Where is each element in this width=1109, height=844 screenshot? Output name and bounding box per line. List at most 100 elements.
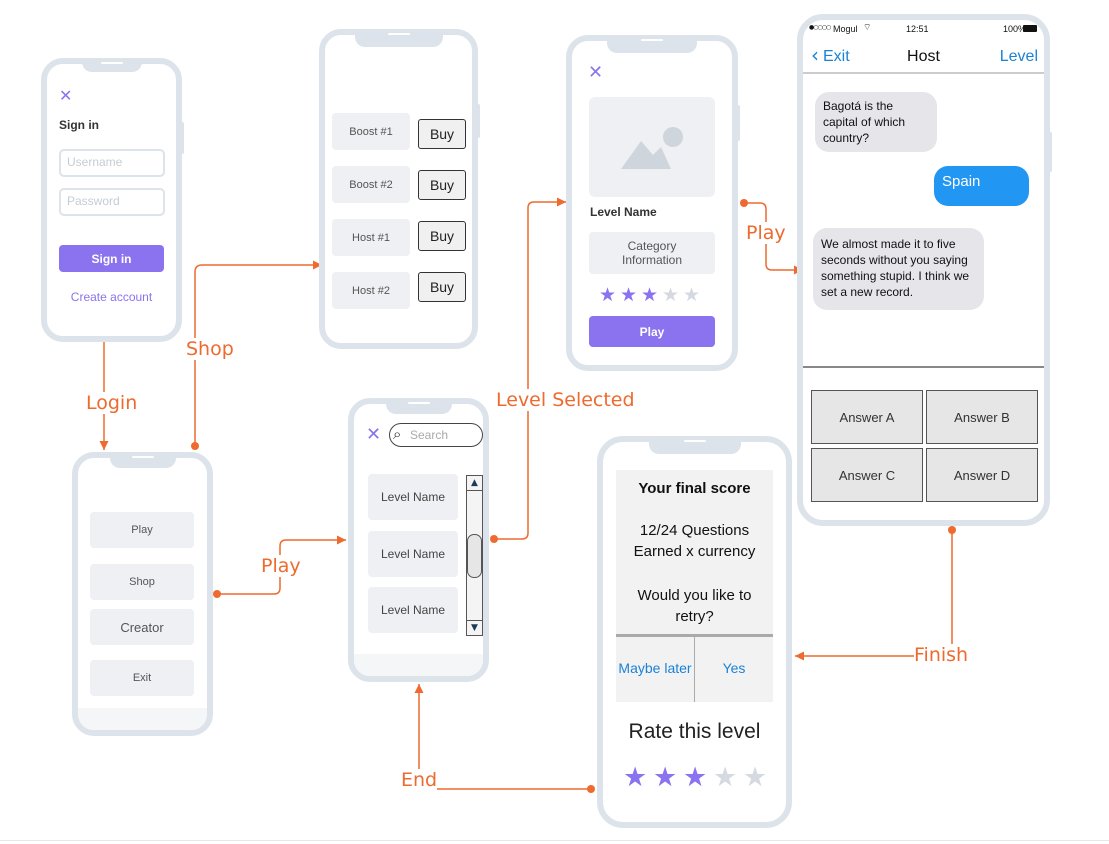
score-questions: 12/24 Questions: [639, 522, 750, 539]
shop-item-label: Boost #1: [332, 113, 410, 150]
phone-final-score: Your final score 12/24 Questions Earned …: [597, 436, 792, 828]
answer-d-button[interactable]: Answer D: [926, 448, 1038, 502]
phone-level-list: ✕ ⌕ Search Level Name Level Name Level N…: [348, 398, 489, 682]
level-button[interactable]: Level: [999, 48, 1038, 65]
message-host-1: Bagotá is the capital of which country?: [815, 92, 937, 152]
answer-c-button[interactable]: Answer C: [811, 448, 923, 502]
connector-end: [414, 684, 591, 790]
close-icon[interactable]: ✕: [59, 86, 73, 105]
phone-side-button: [180, 122, 184, 154]
category-information: Category Information: [589, 232, 715, 274]
signin-title: Sign in: [59, 118, 99, 132]
shop-item-label: Boost #2: [332, 166, 410, 203]
search-icon: ⌕: [393, 425, 402, 443]
status-bar: ●○○○○ Mogul ⌔ 12:51 100%: [803, 20, 1044, 38]
connector-dot-finish: [948, 526, 956, 534]
level-list-item[interactable]: Level Name: [368, 587, 458, 633]
connector-dot-shop: [191, 442, 199, 450]
scrollbar[interactable]: ▲ ▼: [466, 475, 483, 636]
message-host-2: We almost made it to five seconds withou…: [813, 228, 984, 310]
label-level-selected: Level Selected: [496, 389, 635, 411]
scroll-up-icon[interactable]: ▲: [467, 476, 482, 491]
connector-dot-play-level: [740, 199, 748, 207]
password-field[interactable]: Password: [59, 188, 165, 216]
label-finish: Finish: [914, 644, 969, 666]
yes-button[interactable]: Yes: [722, 660, 746, 676]
label-end: End: [401, 769, 438, 791]
rate-title: Rate this level: [628, 720, 761, 743]
back-chevron-icon[interactable]: ‹: [811, 43, 819, 67]
level-image-placeholder: [589, 97, 715, 197]
rate-stars[interactable]: ★ ★ ★ ★ ★: [623, 762, 783, 794]
message-player-1: Spain: [934, 166, 1029, 206]
phone-side-button: [476, 104, 480, 138]
level-list-item[interactable]: Level Name: [368, 474, 458, 520]
play-button[interactable]: Play: [589, 316, 715, 347]
buy-button[interactable]: Buy: [418, 272, 466, 302]
close-icon[interactable]: ✕: [366, 424, 382, 445]
battery-icon: [1023, 25, 1037, 32]
create-account-link[interactable]: Create account: [70, 290, 153, 304]
phone-signin: ✕ Sign in Username Password Sign in Crea…: [41, 58, 182, 342]
nav-bar: ‹ Exit Host Level: [803, 40, 1044, 74]
star-icon: ★: [683, 284, 701, 306]
signin-button[interactable]: Sign in: [59, 245, 164, 272]
star-icon: ★: [641, 284, 659, 306]
phone-notch: [109, 452, 176, 468]
maybe-later-button[interactable]: Maybe later: [618, 660, 692, 676]
scroll-down-icon[interactable]: ▼: [467, 620, 482, 635]
retry-question: Would you like to retry?: [637, 587, 752, 625]
exit-button[interactable]: Exit: [823, 48, 850, 65]
star-icon: ★: [662, 284, 680, 306]
phone-notch: [81, 58, 142, 72]
search-input[interactable]: ⌕ Search: [389, 423, 483, 447]
username-field[interactable]: Username: [59, 149, 165, 177]
scroll-thumb[interactable]: [467, 534, 482, 578]
label-play-level: Play: [746, 222, 786, 244]
nav-title: Host: [907, 48, 940, 65]
buy-button[interactable]: Buy: [418, 221, 466, 251]
answer-a-button[interactable]: Answer A: [811, 390, 923, 444]
star-icon[interactable]: ★: [713, 762, 738, 793]
connector-dot-menu-play: [213, 590, 221, 598]
connector-dot-level-selected: [490, 535, 498, 543]
label-login: Login: [86, 392, 138, 414]
answer-b-button[interactable]: Answer B: [926, 390, 1038, 444]
level-rating: ★ ★ ★ ★ ★: [599, 284, 709, 306]
buy-button[interactable]: Buy: [418, 170, 466, 200]
phone-shop: Boost #1 Buy Boost #2 Buy Host #1 Buy Ho…: [319, 29, 478, 349]
menu-play-button[interactable]: Play: [90, 512, 194, 548]
label-shop: Shop: [186, 338, 234, 360]
level-name: Level Name: [590, 205, 657, 219]
status-time: 12:51: [906, 24, 929, 34]
phone-notch: [607, 35, 697, 53]
star-icon[interactable]: ★: [623, 762, 648, 793]
star-icon: ★: [599, 284, 617, 306]
buy-button[interactable]: Buy: [418, 119, 466, 149]
dialog-divider: [616, 634, 773, 637]
wifi-icon: ⌔: [863, 23, 872, 33]
phone-side-button: [1048, 132, 1052, 172]
chat-divider: [803, 366, 1044, 368]
phone-notch: [385, 398, 452, 414]
connector-finish: [795, 530, 953, 661]
connector-shop: [194, 260, 322, 446]
menu-shop-button[interactable]: Shop: [90, 564, 194, 600]
score-title: Your final score: [638, 480, 751, 497]
list-bottom-bar: [354, 654, 483, 676]
menu-creator-button[interactable]: Creator: [90, 609, 194, 645]
star-icon[interactable]: ★: [653, 762, 678, 793]
phone-level-detail: ✕ Level Name Category Information ★ ★ ★ …: [566, 35, 738, 371]
label-menu-play: Play: [261, 555, 301, 577]
phone-notch: [354, 29, 443, 47]
shop-item-label: Host #1: [332, 219, 410, 256]
star-icon[interactable]: ★: [743, 762, 768, 793]
score-currency: Earned x currency: [633, 543, 756, 560]
level-list-item[interactable]: Level Name: [368, 531, 458, 577]
menu-exit-button[interactable]: Exit: [90, 660, 194, 696]
star-icon[interactable]: ★: [683, 762, 708, 793]
menu-bottom-bar: [78, 708, 207, 730]
signal-icon: ●○○○○: [809, 24, 831, 31]
connector-level-selected: [494, 197, 566, 540]
close-icon[interactable]: ✕: [588, 62, 604, 83]
